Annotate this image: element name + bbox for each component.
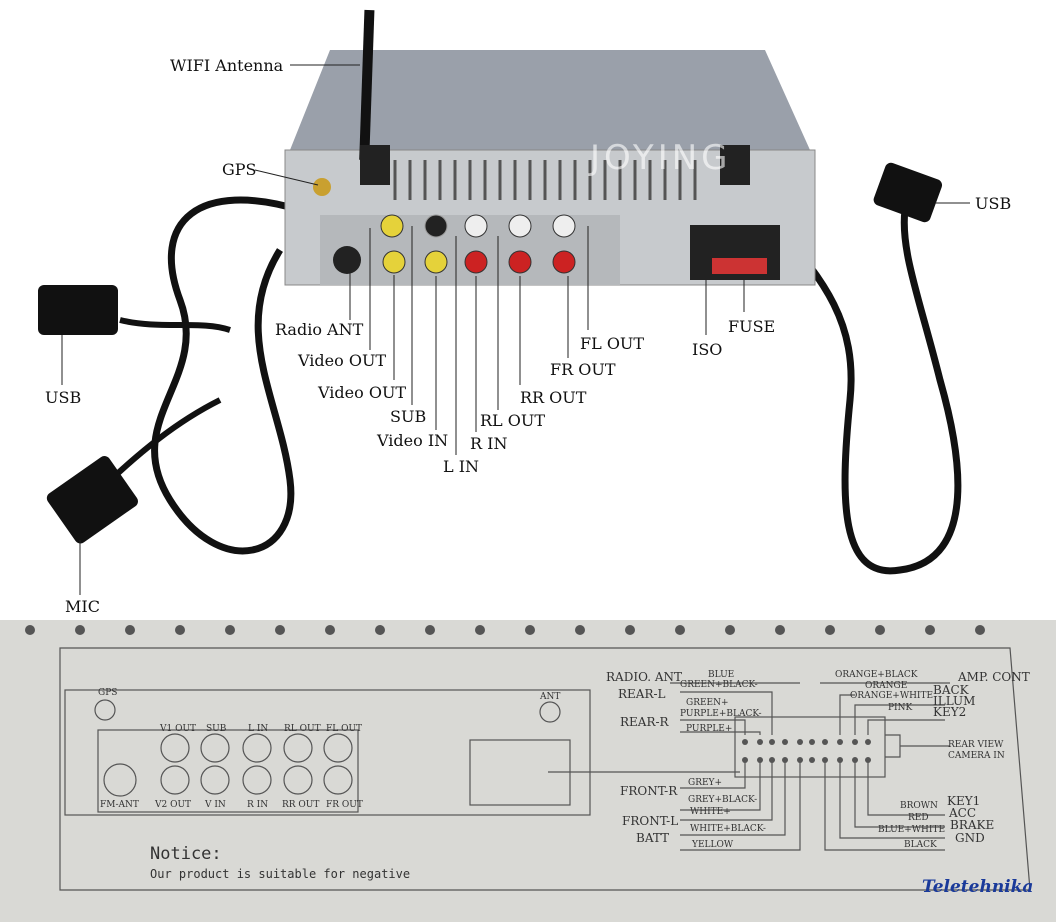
label-usb-left: USB <box>45 388 82 407</box>
label-wifi-antenna: WIFI Antenna <box>170 56 284 75</box>
diagram-ant: ANT <box>540 692 561 702</box>
notice-text: Our product is suitable for negative <box>150 867 411 881</box>
wire-purple-black: PURPLE+BLACK- <box>680 709 762 719</box>
wire-red: RED <box>908 813 929 823</box>
label-illum: ILLUM <box>933 694 976 708</box>
port-top-5: FL OUT <box>326 724 363 734</box>
diagram-gps: GPS <box>98 688 118 698</box>
label-mic: MIC <box>65 597 100 616</box>
wire-white: WHITE+ <box>690 807 731 817</box>
diagram-fm-ant: FM-ANT <box>100 800 139 810</box>
label-video-out-1: Video OUT <box>298 351 387 370</box>
label-front-l: FRONT-L <box>622 814 679 828</box>
label-gnd: GND <box>955 831 985 845</box>
head-unit-illustration <box>38 9 970 595</box>
label-key1: KEY1 <box>947 794 981 808</box>
label-front-r: FRONT-R <box>620 784 678 798</box>
wire-orange-white: ORANGE+WHITE <box>850 691 934 701</box>
wire-white-black: WHITE+BLACK- <box>690 824 766 834</box>
port-top-3: L IN <box>248 724 269 734</box>
label-gps: GPS <box>222 160 257 179</box>
label-camera-in: CAMERA IN <box>948 751 1005 761</box>
port-bottom-1: V2 OUT <box>155 800 192 810</box>
port-top-4: RL OUT <box>284 724 321 734</box>
port-bottom-4: RR OUT <box>282 800 320 810</box>
wire-green-black: GREEN+BLACK- <box>680 680 758 690</box>
wire-green: GREEN+ <box>686 698 729 708</box>
label-sub: SUB <box>390 407 427 426</box>
label-iso: ISO <box>692 340 723 359</box>
label-back: BACK <box>933 683 969 697</box>
label-fr-out: FR OUT <box>550 360 616 379</box>
wiring-diagram-lines <box>25 625 1031 891</box>
label-brake: BRAKE <box>950 818 995 832</box>
label-fuse: FUSE <box>728 317 776 336</box>
wire-blue-white: BLUE+WHITE <box>878 825 946 835</box>
wiring-diagram-sticker: GPS ANT FM-ANT V1 OUT SUB L IN RL OUT FL… <box>0 620 1056 922</box>
product-photo: JOYING WIFI Antenna GPS USB USB MIC Radi… <box>38 9 1012 616</box>
label-acc: ACC <box>949 806 977 820</box>
wire-black: BLACK <box>904 840 937 850</box>
label-video-in: Video IN <box>377 431 449 450</box>
wire-brown: BROWN <box>900 801 938 811</box>
wire-orange: ORANGE <box>865 681 908 691</box>
watermark: Teletehnika <box>922 877 1034 897</box>
label-rear-r: REAR-R <box>620 715 669 729</box>
label-rear-l: REAR-L <box>618 687 666 701</box>
port-bottom-5: FR OUT <box>326 800 363 810</box>
wire-blue: BLUE <box>708 670 735 680</box>
label-amp-cont: AMP. CONT <box>958 670 1030 684</box>
label-rear-view: REAR VIEW <box>948 740 1004 750</box>
label-batt: BATT <box>636 831 670 845</box>
label-usb-right: USB <box>975 194 1012 213</box>
label-fl-out: FL OUT <box>580 334 645 353</box>
label-l-in: L IN <box>443 457 480 476</box>
label-key2: KEY2 <box>933 705 967 719</box>
wire-pink: PINK <box>888 703 913 713</box>
port-top-2: SUB <box>206 724 227 734</box>
label-rl-out: RL OUT <box>480 411 546 430</box>
label-r-in: R IN <box>470 434 508 453</box>
wire-orange-black: ORANGE+BLACK <box>835 670 918 680</box>
label-rr-out: RR OUT <box>520 388 587 407</box>
label-radio-ant: RADIO. ANT <box>606 670 682 684</box>
label-video-out-2: Video OUT <box>318 383 407 402</box>
wire-yellow: YELLOW <box>692 840 734 850</box>
wire-grey: GREY+ <box>688 778 723 788</box>
notice-title: Notice: <box>150 844 222 864</box>
brand-watermark: JOYING <box>590 138 732 178</box>
label-radio-ant: Radio ANT <box>275 320 364 339</box>
port-bottom-2: V IN <box>205 800 226 810</box>
port-top-1: V1 OUT <box>160 724 197 734</box>
wire-purple: PURPLE+ <box>686 724 733 734</box>
port-bottom-3: R IN <box>247 800 269 810</box>
wire-grey-black: GREY+BLACK- <box>688 795 758 805</box>
